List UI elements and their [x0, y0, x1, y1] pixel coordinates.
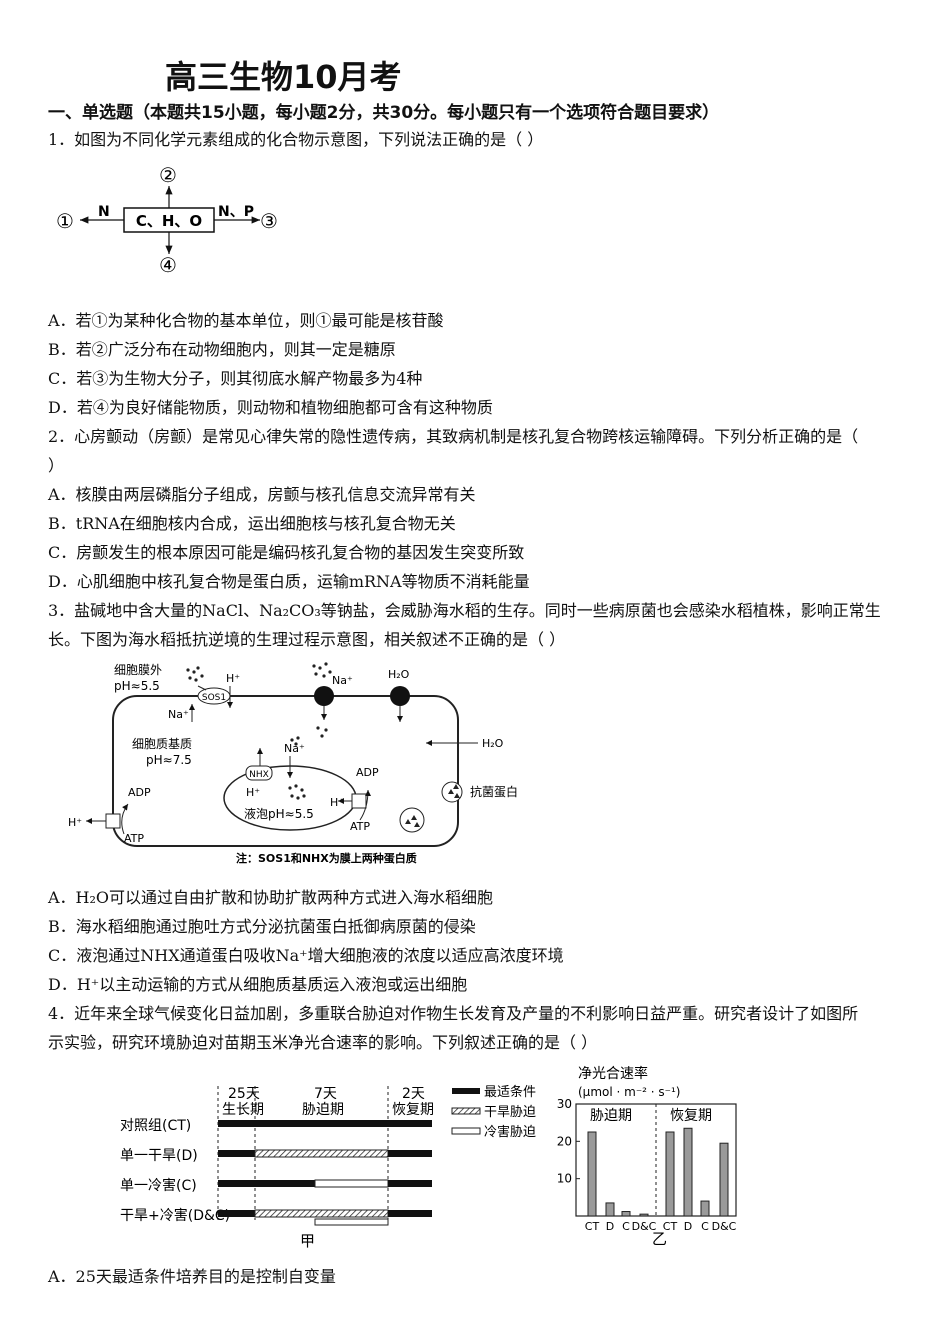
- left-element-label: N: [98, 204, 110, 220]
- bar-d-stress: [605, 1202, 615, 1217]
- q1-option-c: C．若③为生物大分子，则其彻底水解产物最多为4种: [48, 369, 423, 388]
- water-label: H₂O: [388, 668, 410, 681]
- q3-stem-cont: 长。下图为海水稻抵抗逆境的生理过程示意图，相关叙述不正确的是（ ）: [48, 630, 566, 649]
- membrane-pump-atp: ATP: [124, 832, 144, 845]
- x-tick-label: D: [684, 1220, 692, 1233]
- node-3: ③: [260, 209, 278, 233]
- membrane-pump-adp: ADP: [128, 786, 151, 799]
- matrix-ph: pH≈7.5: [146, 753, 192, 767]
- sos1-na-label: Na⁺: [168, 708, 189, 721]
- node-2: ②: [159, 163, 177, 187]
- cell-membrane: [112, 695, 459, 847]
- vacuole-ph: 液泡pH≈5.5: [244, 806, 314, 821]
- water-in-label: H₂O: [482, 737, 504, 750]
- q1-option-b: B．若②广泛分布在动物细胞内，则其一定是糖原: [48, 340, 396, 359]
- q4-stem-cont: 示实验，研究环境胁迫对苗期玉米净光合速率的影响。下列叙述正确的是（ ）: [48, 1033, 598, 1052]
- q4-option-a: A．25天最适条件培养目的是控制自变量: [48, 1267, 336, 1286]
- q1-option-a: A．若①为某种化合物的基本单位，则①最可能是核苷酸: [48, 311, 444, 330]
- center-label: C、H、O: [136, 212, 202, 230]
- figure-a-label: 甲: [300, 1232, 315, 1250]
- q2-stem: 2．心房颤动（房颤）是常见心律失常的隐性遗传病，其致病机制是核孔复合物跨核运输障…: [48, 427, 859, 446]
- row-ct-label: 对照组(CT): [120, 1118, 191, 1134]
- legend-optimal: 最适条件: [484, 1084, 536, 1100]
- x-tick-label: D&C: [632, 1220, 657, 1233]
- bar-d-recovery: [683, 1127, 693, 1217]
- node-4: ④: [159, 253, 177, 275]
- channel-na-label: Na⁺: [332, 674, 353, 687]
- vacuole-pump-adp: ADP: [356, 766, 379, 779]
- q2-stem-cont: ）: [48, 456, 65, 475]
- x-tick-label: CT: [585, 1220, 600, 1233]
- legend-cold: 冷害胁迫: [484, 1124, 536, 1140]
- sos1-label: SOS1: [202, 693, 226, 703]
- antibacterial-label: 抗菌蛋白: [470, 784, 518, 799]
- bar-c-recovery: [700, 1200, 710, 1217]
- q3-option-c: C．液泡通过NHX通道蛋白吸收Na⁺增大细胞液的浓度以适应高浓度环境: [48, 946, 564, 965]
- period-2-name: 胁迫期: [302, 1102, 344, 1118]
- sos1-h-label: H⁺: [226, 672, 240, 685]
- section-heading: 一、单选题（本题共15小题，每小题2分，共30分。每小题只有一个选项符合题目要求…: [48, 103, 720, 123]
- figure-note: 注：SOS1和NHX为膜上两种蛋白质: [236, 851, 417, 865]
- legend-drought: 干旱胁迫: [484, 1105, 536, 1120]
- bar-dc-stress: [639, 1213, 649, 1217]
- chart-ylabel-2: (μmol · m⁻² · s⁻¹): [578, 1085, 680, 1099]
- matrix-label: 细胞质基质: [132, 737, 192, 751]
- node-1: ①: [56, 209, 74, 233]
- q1-stem: 1．如图为不同化学元素组成的化合物示意图，下列说法正确的是（ ）: [48, 130, 544, 149]
- x-tick-label: C: [701, 1220, 709, 1233]
- nhx-label: NHX: [249, 770, 269, 780]
- row-dc-label: 干旱+冷害(D&C): [120, 1208, 230, 1224]
- outside-label: 细胞膜外: [114, 663, 162, 677]
- outside-ph: pH≈5.5: [114, 679, 160, 693]
- right-element-label: N、P: [218, 204, 254, 220]
- period-2-days: 7天: [314, 1086, 337, 1102]
- q3-stem: 3．盐碱地中含大量的NaCl、Na₂CO₃等钠盐，会威胁海水稻的生存。同时一些病…: [48, 601, 881, 620]
- q2-option-d: D．心肌细胞中核孔复合物是蛋白质，运输mRNA等物质不消耗能量: [48, 572, 530, 591]
- x-tick-label: D: [606, 1220, 614, 1233]
- y-tick-label: 20: [557, 1134, 572, 1148]
- q3-option-b: B．海水稻细胞通过胞吐方式分泌抗菌蛋白抵御病原菌的侵染: [48, 917, 476, 936]
- q4-figure-a: 25天 生长期 7天 胁迫期 2天 恢复期 对照组(CT) 单一干旱(D) 单一…: [120, 1084, 536, 1250]
- panel-stress-label: 胁迫期: [590, 1108, 632, 1124]
- panel-recovery-label: 恢复期: [670, 1107, 712, 1124]
- row-d-label: 单一干旱(D): [120, 1148, 198, 1164]
- period-3-days: 2天: [402, 1086, 425, 1102]
- bar-ct-stress: [587, 1131, 597, 1217]
- q4-stem: 4．近年来全球气候变化日益加剧，多重联合胁迫对作物生长发育及产量的不利影响日益严…: [48, 1004, 859, 1023]
- q2-option-b: B．tRNA在细胞核内合成，运出细胞核与核孔复合物无关: [48, 514, 456, 533]
- q3-option-d: D．H⁺以主动运输的方式从细胞质基质运入液泡或运出细胞: [48, 975, 468, 994]
- chart-ylabel-1: 净光合速率: [578, 1065, 648, 1082]
- membrane-pump-h: H⁺: [68, 816, 82, 829]
- bar-ct-recovery: [665, 1131, 675, 1217]
- period-3-name: 恢复期: [392, 1101, 434, 1118]
- bar-dc-recovery: [719, 1142, 729, 1217]
- q3-option-a: A．H₂O可以通过自由扩散和协助扩散两种方式进入海水稻细胞: [48, 888, 494, 907]
- x-tick-label: D&C: [712, 1220, 737, 1233]
- row-c-label: 单一冷害(C): [120, 1178, 197, 1194]
- period-1-name: 生长期: [222, 1102, 264, 1118]
- vacuole-pump-h: H⁺: [330, 796, 344, 809]
- nhx-h-label: H⁺: [246, 786, 260, 799]
- x-tick-label: C: [622, 1220, 630, 1233]
- figure-b-label: 乙: [652, 1230, 667, 1248]
- q1-diagram: C、H、O N ① N、P ③ ② ④: [56, 163, 278, 275]
- nhx-na-label: Na⁺: [284, 742, 305, 755]
- vacuole-pump-atp: ATP: [350, 820, 370, 833]
- x-tick-label: CT: [663, 1220, 678, 1233]
- q2-option-c: C．房颤发生的根本原因可能是编码核孔复合物的基因发生突变所致: [48, 543, 525, 562]
- q4-bar-chart: 净光合速率 (μmol · m⁻² · s⁻¹) 胁迫期 恢复期 302010 …: [557, 1065, 737, 1248]
- period-1-days: 25天: [228, 1086, 260, 1102]
- q3-cell-diagram: 细胞膜外 pH≈5.5 SOS1 H⁺ Na⁺ Na⁺ H₂O H₂O 细胞质基…: [68, 662, 518, 865]
- q2-option-a: A．核膜由两层磷脂分子组成，房颤与核孔信息交流异常有关: [48, 485, 476, 504]
- y-tick-label: 10: [557, 1172, 572, 1186]
- y-tick-label: 30: [557, 1097, 572, 1111]
- page-title: 高三生物10月考: [165, 58, 402, 96]
- bar-c-stress: [621, 1211, 631, 1217]
- q1-option-d: D．若④为良好储能物质，则动物和植物细胞都可含有这种物质: [48, 398, 493, 417]
